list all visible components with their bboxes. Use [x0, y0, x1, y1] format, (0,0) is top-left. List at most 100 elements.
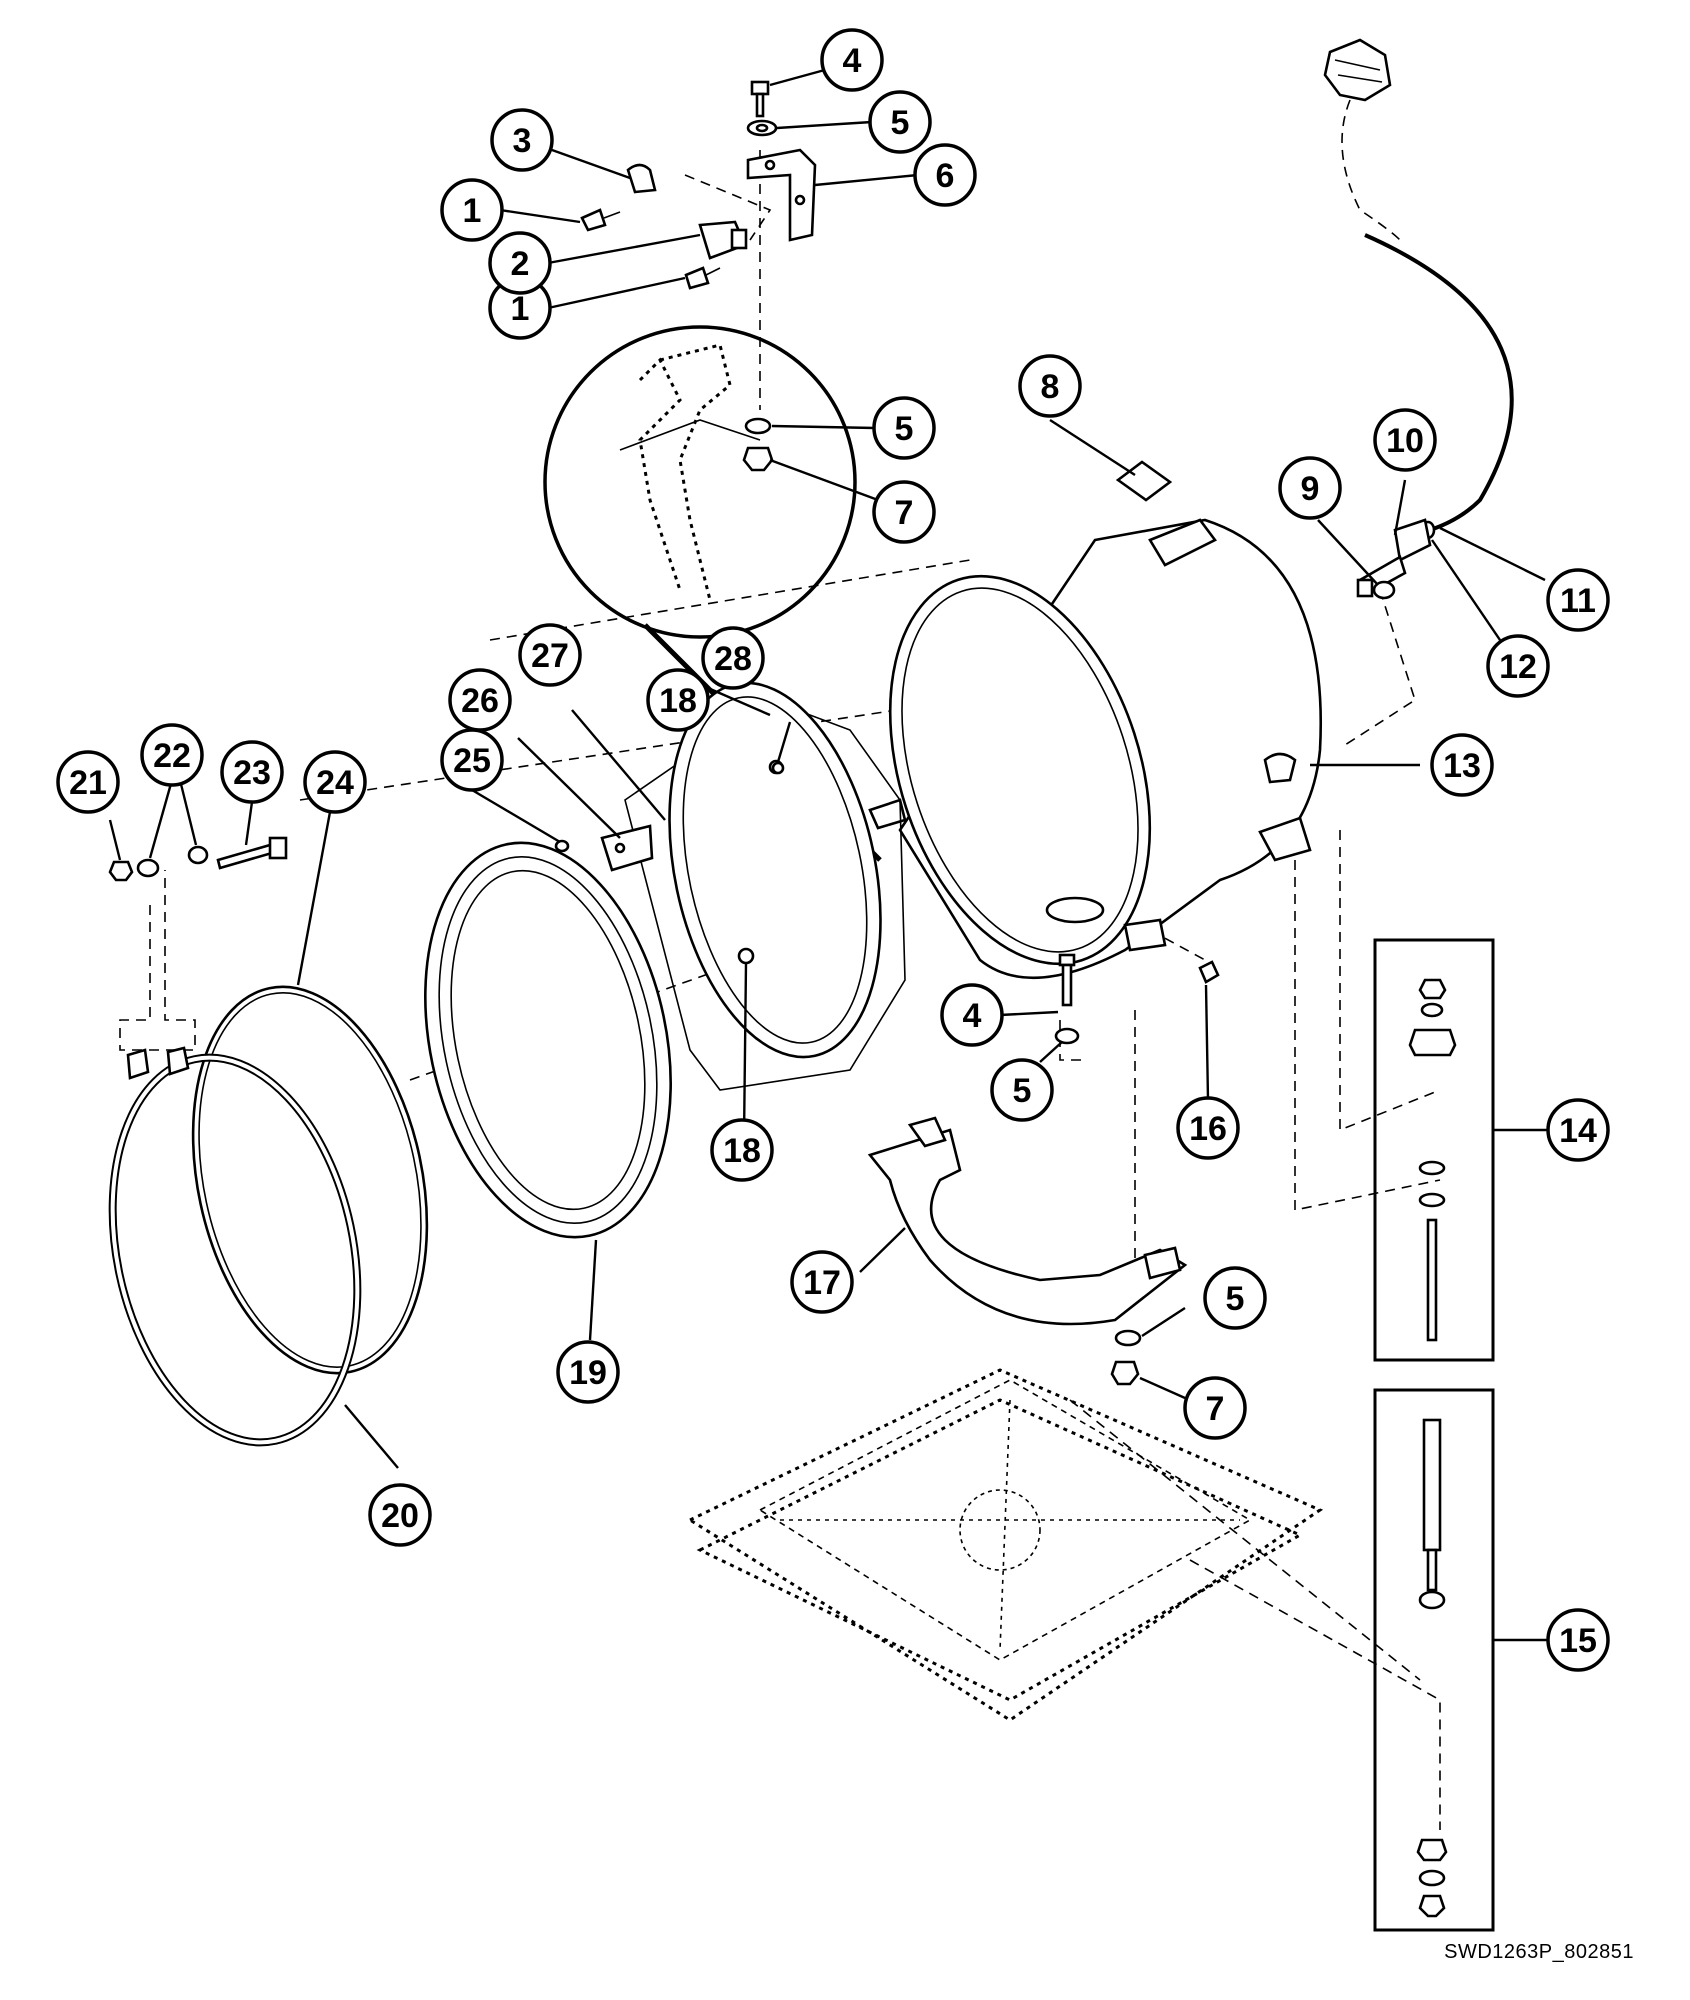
bolt-under-tub	[1058, 953, 1076, 1007]
svg-text:13: 13	[1443, 747, 1481, 785]
callout-1-lower: 1	[488, 276, 552, 340]
callout-5-cradle: 5	[1203, 1266, 1267, 1330]
shock-kit-box-lower	[1373, 1388, 1495, 1932]
callout-14: 14	[1546, 1098, 1610, 1162]
tub-front-panel	[624, 681, 906, 1091]
svg-text:19: 19	[569, 1354, 607, 1392]
svg-text:25: 25	[453, 742, 491, 780]
pin-18-top	[771, 761, 785, 775]
door-lock-switch	[698, 220, 748, 260]
svg-text:15: 15	[1559, 1622, 1597, 1660]
callout-10: 10	[1373, 408, 1437, 472]
screw-upper	[580, 208, 621, 232]
washer-left	[136, 858, 160, 878]
svg-text:3: 3	[513, 122, 532, 160]
svg-text:21: 21	[69, 764, 107, 802]
svg-text:10: 10	[1386, 422, 1424, 460]
callout-3: 3	[490, 108, 554, 172]
svg-text:6: 6	[936, 157, 955, 195]
callout-20: 20	[368, 1483, 432, 1547]
svg-text:18: 18	[659, 682, 697, 720]
svg-text:11: 11	[1560, 582, 1596, 620]
callout-4-lower: 4	[940, 983, 1004, 1047]
svg-text:18: 18	[723, 1132, 761, 1170]
washer-under-tub	[1054, 1027, 1080, 1045]
svg-text:26: 26	[461, 682, 499, 720]
svg-text:24: 24	[316, 764, 354, 802]
screw-lower	[684, 266, 721, 290]
svg-text:2: 2	[511, 245, 530, 283]
callout-28: 28	[701, 626, 765, 690]
screw-small	[554, 839, 570, 853]
svg-text:5: 5	[891, 104, 910, 142]
nut-left	[108, 860, 134, 882]
svg-text:5: 5	[1013, 1072, 1032, 1110]
callout-13: 13	[1430, 733, 1494, 797]
svg-text:9: 9	[1301, 470, 1320, 508]
svg-text:8: 8	[1041, 368, 1060, 406]
callout-12: 12	[1486, 634, 1550, 698]
washer-cradle	[1114, 1329, 1142, 1347]
svg-text:12: 12	[1499, 648, 1537, 686]
base-frame	[686, 1368, 1324, 1722]
callout-1-upper: 1	[440, 178, 504, 242]
svg-text:17: 17	[803, 1264, 841, 1302]
pressure-switch	[1323, 38, 1392, 102]
callout-22: 22	[140, 723, 204, 787]
shock-kit-box-upper	[1373, 938, 1495, 1362]
nut-detail	[742, 446, 774, 472]
door-boot-seal	[424, 841, 672, 1239]
svg-text:7: 7	[895, 494, 914, 532]
washer-top	[746, 119, 778, 137]
callout-19: 19	[556, 1340, 620, 1404]
door-strike	[600, 824, 654, 872]
drawing-code: SWD1263P_802851	[1444, 1941, 1634, 1963]
outer-tub	[868, 518, 1322, 980]
callout-27: 27	[518, 623, 582, 687]
svg-text:7: 7	[1206, 1390, 1225, 1428]
callout-15: 15	[1546, 1608, 1610, 1672]
callout-16: 16	[1176, 1096, 1240, 1160]
level-hose	[1364, 233, 1514, 532]
nut-cradle	[1110, 1360, 1140, 1386]
svg-text:22: 22	[153, 737, 191, 775]
callout-25: 25	[440, 728, 504, 792]
svg-text:27: 27	[531, 637, 569, 675]
svg-text:28: 28	[714, 640, 752, 678]
callout-18-lower: 18	[710, 1118, 774, 1182]
clamp-band	[108, 1046, 362, 1447]
svg-text:1: 1	[511, 290, 530, 328]
callout-7-cradle: 7	[1183, 1376, 1247, 1440]
svg-text:14: 14	[1559, 1112, 1597, 1150]
air-dome	[1356, 518, 1432, 598]
callout-5-top: 5	[868, 90, 932, 154]
svg-text:4: 4	[843, 42, 862, 80]
callout-11: 11	[1546, 568, 1610, 632]
svg-text:5: 5	[895, 410, 914, 448]
clip-16	[1198, 960, 1220, 984]
callout-23: 23	[220, 740, 284, 804]
callout-17: 17	[790, 1250, 854, 1314]
callout-2: 2	[488, 231, 552, 295]
callout-18-upper: 18	[646, 668, 710, 732]
callout-9: 9	[1278, 456, 1342, 520]
hose-clamp-bracket	[626, 163, 657, 194]
callout-7-detail: 7	[872, 480, 936, 544]
svg-text:4: 4	[963, 997, 982, 1035]
callout-26: 26	[448, 668, 512, 732]
bolt-long	[216, 836, 288, 870]
callout-6: 6	[913, 143, 977, 207]
grommet	[1372, 580, 1396, 600]
bolt-top	[750, 80, 770, 118]
callout-5-detail: 5	[872, 396, 936, 460]
svg-text:20: 20	[381, 1497, 419, 1535]
svg-text:16: 16	[1189, 1110, 1227, 1148]
tub-seal-ring	[191, 985, 429, 1375]
callout-4-upper: 4	[820, 28, 884, 92]
svg-text:5: 5	[1226, 1280, 1245, 1318]
washer-detail	[744, 417, 772, 435]
svg-text:23: 23	[233, 754, 271, 792]
leader-lines	[108, 66, 1552, 1642]
svg-text:1: 1	[463, 192, 482, 230]
